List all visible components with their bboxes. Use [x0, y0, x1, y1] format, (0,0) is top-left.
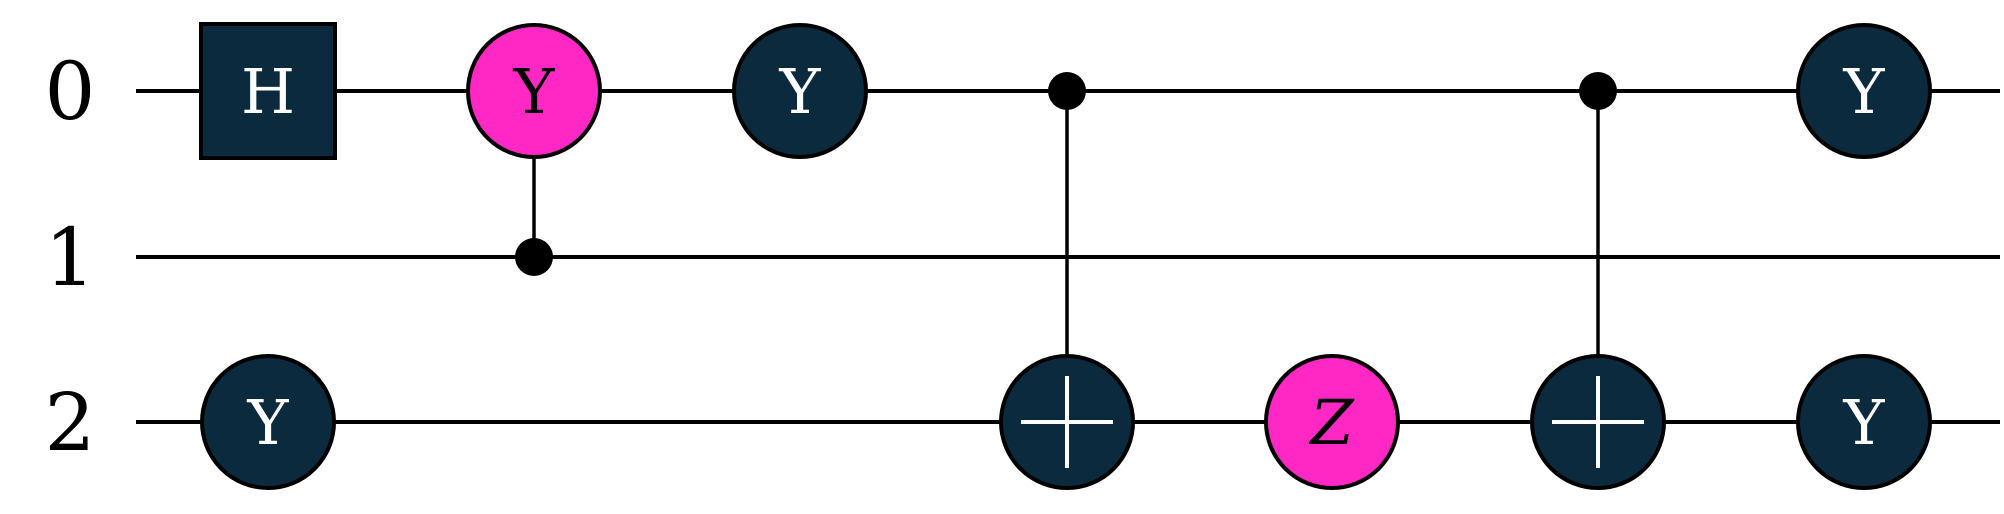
y-q2-c0-label: Y	[247, 386, 290, 459]
z-q2-gate: Z	[1264, 354, 1400, 490]
h-q0-label: H	[241, 55, 295, 128]
cnot-1-control-dot	[1048, 72, 1086, 110]
y-q0-c6-gate: Y	[1796, 23, 1932, 159]
y-q0-c6-circle	[1796, 23, 1932, 159]
gates: H Y Y Y Z Y Y	[199, 22, 1932, 490]
cnot-2-control-dot	[1579, 72, 1617, 110]
qubit-label-0: 0	[45, 45, 96, 138]
z-q2-circle	[1264, 354, 1400, 490]
qubit-label-2: 2	[45, 376, 96, 469]
cnot-1-gate	[999, 354, 1135, 490]
z-q2-label: Z	[1308, 386, 1354, 459]
y-q0-c2-label: Y	[779, 55, 822, 128]
y-q2-c6-gate: Y	[1796, 354, 1932, 490]
cy-target-q0-gate: Y	[466, 23, 602, 159]
y-q0-c6-label: Y	[1843, 55, 1886, 128]
qubit-label-1: 1	[45, 211, 96, 304]
y-q2-c6-circle	[1796, 354, 1932, 490]
y-q2-c6-label: Y	[1843, 386, 1886, 459]
y-q2-c0-gate: Y	[200, 354, 336, 490]
cy-target-q0-label: Y	[513, 55, 556, 128]
y-q0-c2-circle	[732, 23, 868, 159]
h-q0-gate: H	[199, 22, 337, 160]
h-q0-box	[199, 22, 337, 160]
y-q0-c2-gate: Y	[732, 23, 868, 159]
cnot-2-gate	[1530, 354, 1666, 490]
cy-target-q0-circle	[466, 23, 602, 159]
y-q2-c0-circle	[200, 354, 336, 490]
cy-target-q0-control-dot	[515, 238, 553, 276]
qubit-labels: 0 1 2	[45, 45, 96, 469]
